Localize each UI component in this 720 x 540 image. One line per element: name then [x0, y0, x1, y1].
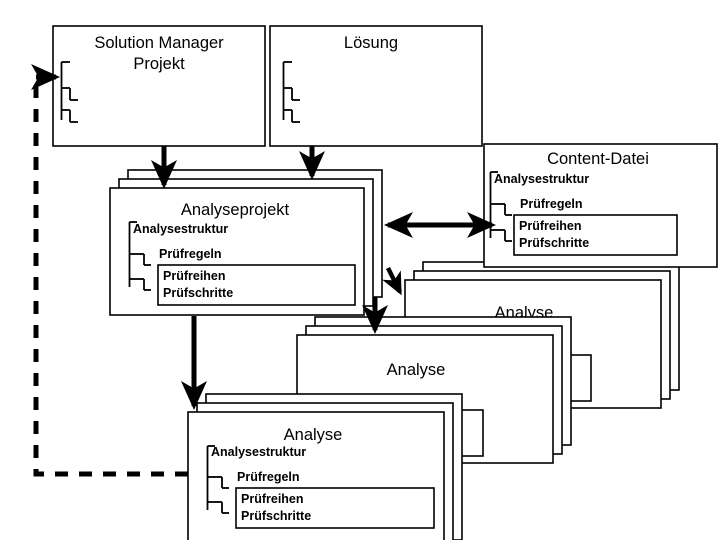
content-datei-leaf-line1: Prüfreihen: [519, 219, 582, 233]
analyseprojekt-tree-child: Prüfregeln: [159, 247, 222, 261]
analyse-front-leaf-line2: Prüfschritte: [241, 509, 311, 523]
analyseprojekt-tree-root: Analysestruktur: [133, 222, 228, 236]
analyse-front-leaf-box: [235, 487, 435, 529]
loesung-title: Lösung: [344, 34, 398, 52]
loesung-tree-connectors: [282, 61, 300, 123]
content-datei-box[interactable]: Content-Datei Analysestruktur Prüfregeln…: [483, 143, 718, 268]
analyseprojekt-tree-connectors: [128, 221, 151, 291]
analyse-front-tree-connectors: [206, 445, 229, 514]
analyseprojekt-leaf-box: [157, 264, 356, 306]
content-datei-tree-root: Analysestruktur: [494, 172, 589, 186]
solution-manager-title-line1: Solution Manager: [94, 34, 224, 52]
analyse-front-stack[interactable]: Analyse Analysestruktur Prüfregeln Prüfr…: [187, 393, 463, 540]
analyseprojekt-title: Analyseprojekt: [181, 201, 290, 219]
connector-arrows: [30, 64, 496, 477]
content-datei-leaf-box: [513, 214, 678, 256]
loesung-frame: [269, 25, 483, 147]
analyse-front-tree-child: Prüfregeln: [237, 470, 300, 484]
arrow-analyseprojekt-to-analyse-back-diagonal: [382, 266, 403, 296]
content-datei-tree-child: Prüfregeln: [520, 197, 583, 211]
analyse-front-leaf-line1: Prüfreihen: [241, 492, 304, 506]
analyseprojekt-stack[interactable]: Analyseprojekt Analysestruktur Prüfregel…: [109, 169, 383, 316]
solution-manager-tree-connectors: [60, 61, 78, 123]
analyse-front-title: Analyse: [284, 426, 343, 444]
content-datei-title: Content-Datei: [547, 150, 649, 168]
analyse-mid-title: Analyse: [387, 361, 446, 379]
content-datei-leaf-line2: Prüfschritte: [519, 236, 589, 250]
analyse-mid-stack[interactable]: Analyse: [296, 316, 572, 464]
analyseprojekt-leaf-line2: Prüfschritte: [163, 286, 233, 300]
solution-manager-frame: [52, 25, 266, 147]
loesung-box[interactable]: Lösung: [269, 25, 483, 147]
dashed-feedback-path: [33, 77, 188, 477]
solution-manager-title-line2: Projekt: [133, 55, 185, 73]
analyseprojekt-leaf-line1: Prüfreihen: [163, 269, 226, 283]
solution-manager-box[interactable]: Solution Manager Projekt: [52, 25, 266, 147]
analyse-front-tree-root: Analysestruktur: [211, 445, 306, 459]
